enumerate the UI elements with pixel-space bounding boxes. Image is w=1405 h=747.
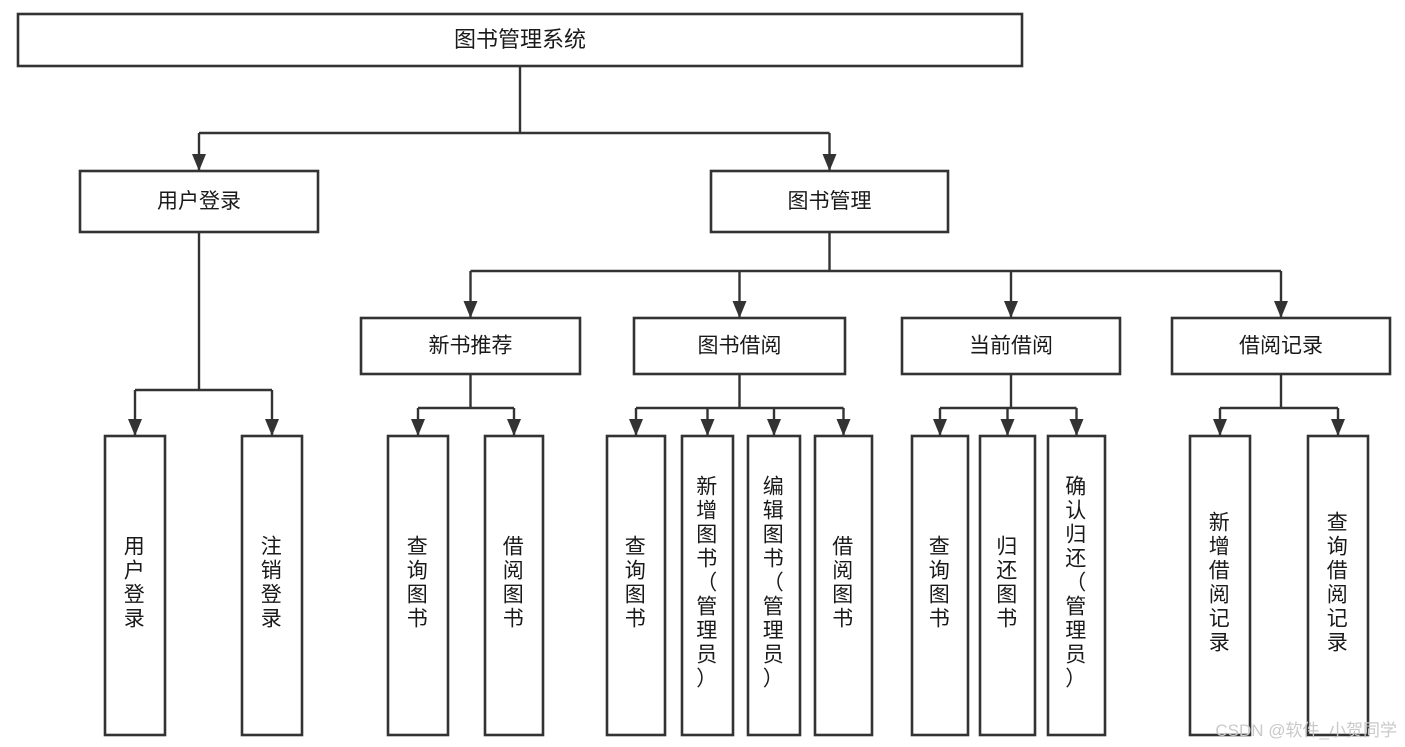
arrow-head <box>411 419 425 436</box>
leaf-node-0-box <box>103 434 167 737</box>
arrow-head <box>1274 301 1288 318</box>
arrow-head <box>836 419 851 436</box>
leaf-node-3-label: 借阅图书 <box>503 536 526 631</box>
level3-node-2-label: 当前借阅 <box>969 335 1053 358</box>
root-node[interactable]: 图书管理系统 <box>16 12 1024 68</box>
root-node-label: 图书管理系统 <box>454 27 586 52</box>
arrow-head <box>700 419 715 436</box>
level2-node-1[interactable]: 图书管理 <box>709 169 950 234</box>
arrow-head <box>192 154 206 171</box>
leaf-node-1-box <box>240 434 304 737</box>
leaf-node-10-label: 确认归还（管理员） <box>1065 476 1088 691</box>
leaf-node-3-box <box>483 434 545 737</box>
arrow-head <box>933 419 947 436</box>
leaf-node-4[interactable]: 查询图书 <box>605 434 667 737</box>
arrow-head <box>1069 419 1084 436</box>
leaf-node-10-box <box>1046 434 1107 737</box>
level3-node-1-box <box>632 316 847 376</box>
leaf-node-8-box <box>910 434 970 737</box>
level3-node-1-label: 图书借阅 <box>698 335 782 358</box>
arrow-head <box>732 301 747 318</box>
arrow-head <box>629 419 643 436</box>
leaf-node-8-label: 查询图书 <box>929 536 952 631</box>
leaf-node-1[interactable]: 注销登录 <box>240 434 304 737</box>
leaf-node-12-box <box>1306 434 1370 737</box>
leaf-node-10[interactable]: 确认归还（管理员） <box>1046 434 1107 737</box>
leaf-node-2-label: 查询图书 <box>407 536 430 631</box>
level2-node-1-label: 图书管理 <box>788 190 872 213</box>
level2-node-0-box <box>78 169 320 234</box>
leaf-node-2[interactable]: 查询图书 <box>386 434 450 737</box>
leaf-node-6-box <box>746 434 802 737</box>
leaf-node-7-box <box>813 434 874 737</box>
level3-node-3[interactable]: 借阅记录 <box>1170 316 1392 376</box>
level3-node-0[interactable]: 新书推荐 <box>359 316 582 376</box>
arrow-head <box>822 154 837 171</box>
leaf-node-12[interactable]: 查询借阅记录 <box>1306 434 1370 737</box>
leaf-node-11-label: 新增借阅记录 <box>1209 512 1232 655</box>
leaf-node-7[interactable]: 借阅图书 <box>813 434 874 737</box>
arrow-head <box>507 419 521 436</box>
leaf-node-6[interactable]: 编辑图书（管理员） <box>746 434 802 737</box>
leaf-node-11[interactable]: 新增借阅记录 <box>1188 434 1252 737</box>
level2-node-1-box <box>709 169 950 234</box>
leaf-node-9-box <box>978 434 1037 737</box>
level3-node-0-box <box>359 316 582 376</box>
leaf-node-3[interactable]: 借阅图书 <box>483 434 545 737</box>
watermark-text: CSDN @软件_小贺同学 <box>1215 721 1397 740</box>
leaf-node-11-box <box>1188 434 1252 737</box>
leaf-node-12-label: 查询借阅记录 <box>1327 512 1350 655</box>
leaf-node-1-label: 注销登录 <box>261 536 284 631</box>
level3-node-1[interactable]: 图书借阅 <box>632 316 847 376</box>
leaf-node-2-box <box>386 434 450 737</box>
arrow-head <box>1331 419 1345 436</box>
arrow-head <box>1213 419 1227 436</box>
leaf-node-5-label: 新增图书（管理员） <box>696 476 719 691</box>
nodes-layer: 图书管理系统用户登录图书管理新书推荐图书借阅当前借阅借阅记录用户登录注销登录查询… <box>16 12 1392 737</box>
leaf-node-0-label: 用户登录 <box>124 536 147 631</box>
arrow-head <box>767 419 781 436</box>
leaf-node-5[interactable]: 新增图书（管理员） <box>680 434 735 737</box>
arrow-head <box>128 419 142 436</box>
leaf-node-8[interactable]: 查询图书 <box>910 434 970 737</box>
edges-layer <box>128 66 1345 436</box>
leaf-node-4-label: 查询图书 <box>625 536 648 631</box>
leaf-node-4-box <box>605 434 667 737</box>
arrow-head <box>1000 419 1015 436</box>
leaf-node-7-label: 借阅图书 <box>832 536 855 631</box>
leaf-node-9[interactable]: 归还图书 <box>978 434 1037 737</box>
leaf-node-9-label: 归还图书 <box>996 536 1019 631</box>
arrow-head <box>463 301 478 318</box>
arrow-head <box>1004 301 1018 318</box>
level3-node-3-label: 借阅记录 <box>1239 335 1323 358</box>
level3-node-3-box <box>1170 316 1392 376</box>
leaf-node-0[interactable]: 用户登录 <box>103 434 167 737</box>
level3-node-2[interactable]: 当前借阅 <box>900 316 1122 376</box>
level2-node-0[interactable]: 用户登录 <box>78 169 320 234</box>
leaf-node-6-label: 编辑图书（管理员） <box>763 476 786 691</box>
leaf-node-5-box <box>680 434 735 737</box>
level2-node-0-label: 用户登录 <box>157 190 241 213</box>
level3-node-2-box <box>900 316 1122 376</box>
level3-node-0-label: 新书推荐 <box>429 335 513 358</box>
arrow-head <box>265 419 279 436</box>
root-node-box <box>16 12 1024 68</box>
